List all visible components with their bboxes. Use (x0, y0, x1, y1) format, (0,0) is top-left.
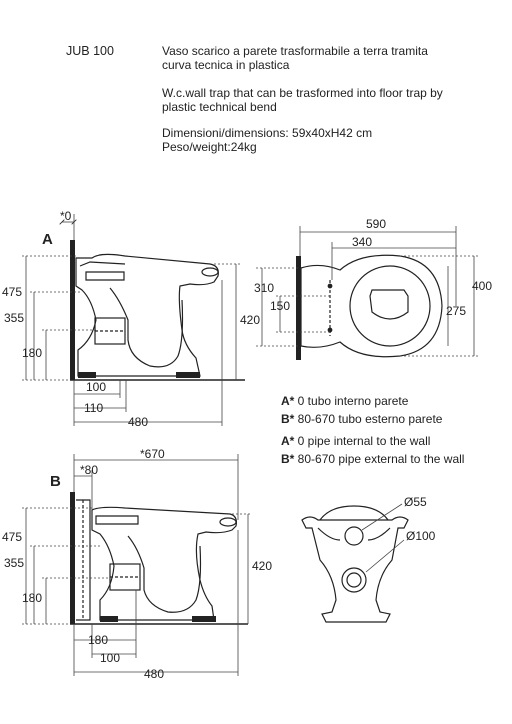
legend-a-en: A* 0 pipe internal to the wall (281, 434, 431, 448)
top-view-dimensions (256, 226, 478, 357)
dim-475-b: 475 (2, 530, 22, 544)
description-it-line-2: curva tecnica in plastica (162, 58, 290, 72)
dim-400: 400 (472, 279, 492, 293)
outlet-100 (341, 567, 367, 593)
lid-a (85, 271, 125, 281)
view-b-dim-labels: *670 *80 475 355 180 420 180 100 480 (2, 447, 272, 681)
wall-b (70, 492, 75, 624)
bowl-inner-a (109, 287, 184, 368)
lid-b (95, 515, 139, 525)
view-b-label: B (50, 473, 61, 490)
front-view-drawing (301, 505, 409, 623)
dim-420-a: 420 (240, 313, 260, 327)
dim-420-b: 420 (252, 559, 272, 573)
dim-670-b: *670 (140, 447, 165, 461)
top-view-dim-labels: 590 340 310 150 400 275 (254, 217, 492, 318)
dim-100-b: 100 (100, 651, 120, 665)
dim-180-a: 180 (22, 346, 42, 360)
wall-top (296, 256, 301, 360)
drain-top (369, 289, 409, 320)
front-view-dimensions (361, 503, 405, 573)
dim-590: 590 (366, 217, 386, 231)
view-a-dimensions (22, 214, 240, 426)
description-en-line-1: W.c.wall trap that can be trasformed int… (162, 86, 443, 100)
wall-a (70, 240, 75, 380)
description-en-line-2: plastic technical bend (162, 100, 277, 114)
dim-310: 310 (254, 281, 274, 295)
dim-355-a: 355 (4, 311, 24, 325)
outlet-55 (344, 526, 364, 546)
dim-80-b: *80 (80, 463, 98, 477)
dim-180-b: 180 (22, 591, 42, 605)
dim-475-a: 475 (2, 285, 22, 299)
rim-b (219, 517, 237, 527)
legend-b-it: B* 80-670 tubo esterno parete (281, 412, 443, 426)
dim-355-b: 355 (4, 556, 24, 570)
view-a-drawing (70, 240, 245, 381)
dimensions-text: Dimensioni/dimensions: 59x40xH42 cm (162, 126, 373, 140)
dim-150: 150 (270, 299, 290, 313)
dim-100-a: 100 (86, 380, 106, 394)
bowl-inner-b (127, 535, 202, 613)
bowl-outline-a (75, 253, 219, 377)
dim-480-a: 480 (128, 415, 148, 429)
bowl-outline-b (91, 506, 237, 621)
description-it-line-1: Vaso scarico a parete trasformabile a te… (162, 44, 428, 58)
product-code: JUB 100 (66, 44, 114, 58)
view-a-dim-labels: *0 475 355 180 420 100 110 480 (2, 209, 260, 429)
view-b-dimensions (22, 454, 252, 676)
dim-180-b-bottom: 180 (88, 633, 108, 647)
dim-d100: Ø100 (406, 529, 436, 543)
dim-340: 340 (352, 235, 372, 249)
dim-offset-a: *0 (60, 209, 72, 223)
view-b-drawing (70, 492, 248, 625)
dim-480-b: 480 (144, 667, 164, 681)
dim-d55: Ø55 (404, 495, 427, 509)
view-a-label: A (42, 231, 53, 248)
dim-275: 275 (446, 304, 466, 318)
bowl-top-outline (300, 254, 443, 358)
weight-text: Peso/weight:24kg (162, 140, 257, 154)
legend-b-en: B* 80-670 pipe external to the wall (281, 452, 465, 466)
seat-edge-a (79, 261, 126, 267)
rim-a (201, 267, 219, 277)
rim-front (319, 505, 389, 521)
top-view-drawing (296, 254, 443, 360)
dim-110-a: 110 (84, 401, 103, 415)
front-view-dim-labels: Ø55 Ø100 (404, 495, 436, 543)
bowl-front-outline (301, 516, 409, 623)
bowl-top-inner (349, 265, 431, 347)
legend-a-it: A* 0 tubo interno parete (281, 394, 409, 408)
